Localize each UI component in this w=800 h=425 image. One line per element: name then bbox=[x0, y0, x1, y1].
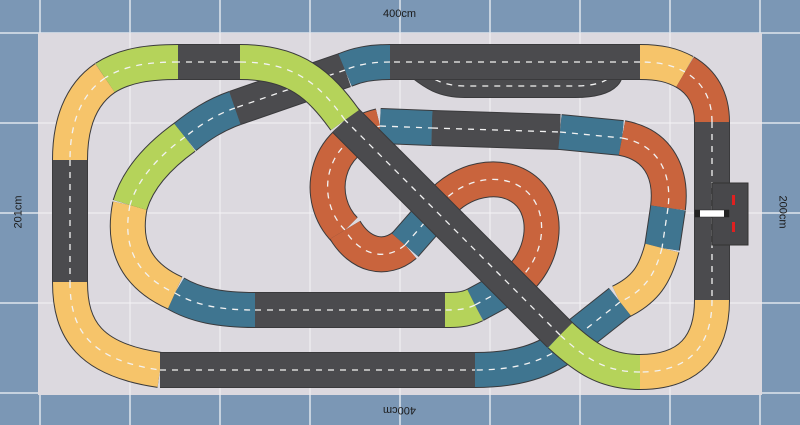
lane-marking bbox=[326, 125, 381, 231]
lane-marking bbox=[344, 61, 391, 71]
lane-marking bbox=[639, 299, 713, 373]
dimension-height-right: 200cm bbox=[776, 195, 789, 229]
track-curve-yellow[interactable] bbox=[53, 63, 116, 161]
finish-line bbox=[694, 209, 730, 218]
lane-marking bbox=[104, 61, 179, 79]
lane-marking bbox=[639, 61, 686, 73]
lane-marking bbox=[174, 292, 256, 311]
dimension-width-top: 400cm bbox=[383, 8, 417, 20]
lane-marking bbox=[344, 229, 406, 255]
lane-marking bbox=[444, 304, 476, 311]
lap-counter-lamp bbox=[732, 222, 735, 232]
track-curve-blue[interactable] bbox=[338, 45, 391, 86]
checker-flag-icon bbox=[724, 210, 729, 217]
lane-marking bbox=[559, 131, 623, 139]
dimension-width-bottom: 400cm bbox=[383, 404, 417, 416]
lane-marking bbox=[127, 204, 176, 294]
lane-marking bbox=[431, 127, 561, 133]
lane-marking bbox=[404, 204, 441, 246]
dimension-height-left: 201cm bbox=[12, 195, 25, 229]
track-curve-green[interactable] bbox=[113, 123, 196, 211]
lane-marking bbox=[474, 339, 573, 371]
track-curve-blue[interactable] bbox=[166, 278, 256, 327]
lane-marking bbox=[379, 125, 433, 129]
checker-flag-icon bbox=[695, 210, 700, 217]
lap-counter-lamp bbox=[732, 195, 735, 205]
track-curve-blue[interactable] bbox=[645, 205, 685, 251]
lane-marking bbox=[344, 119, 561, 336]
lane-marking bbox=[619, 247, 663, 303]
track-curve-orange[interactable] bbox=[617, 121, 686, 211]
track-curve-green[interactable] bbox=[548, 322, 641, 389]
lane-marking bbox=[439, 178, 543, 286]
start-finish[interactable] bbox=[694, 182, 749, 246]
track[interactable] bbox=[52, 44, 730, 390]
lane-marking bbox=[69, 281, 161, 371]
lane-marking bbox=[684, 71, 713, 123]
lane-marking bbox=[239, 61, 346, 121]
lane-marking bbox=[184, 107, 236, 138]
lane-marking bbox=[234, 69, 346, 109]
